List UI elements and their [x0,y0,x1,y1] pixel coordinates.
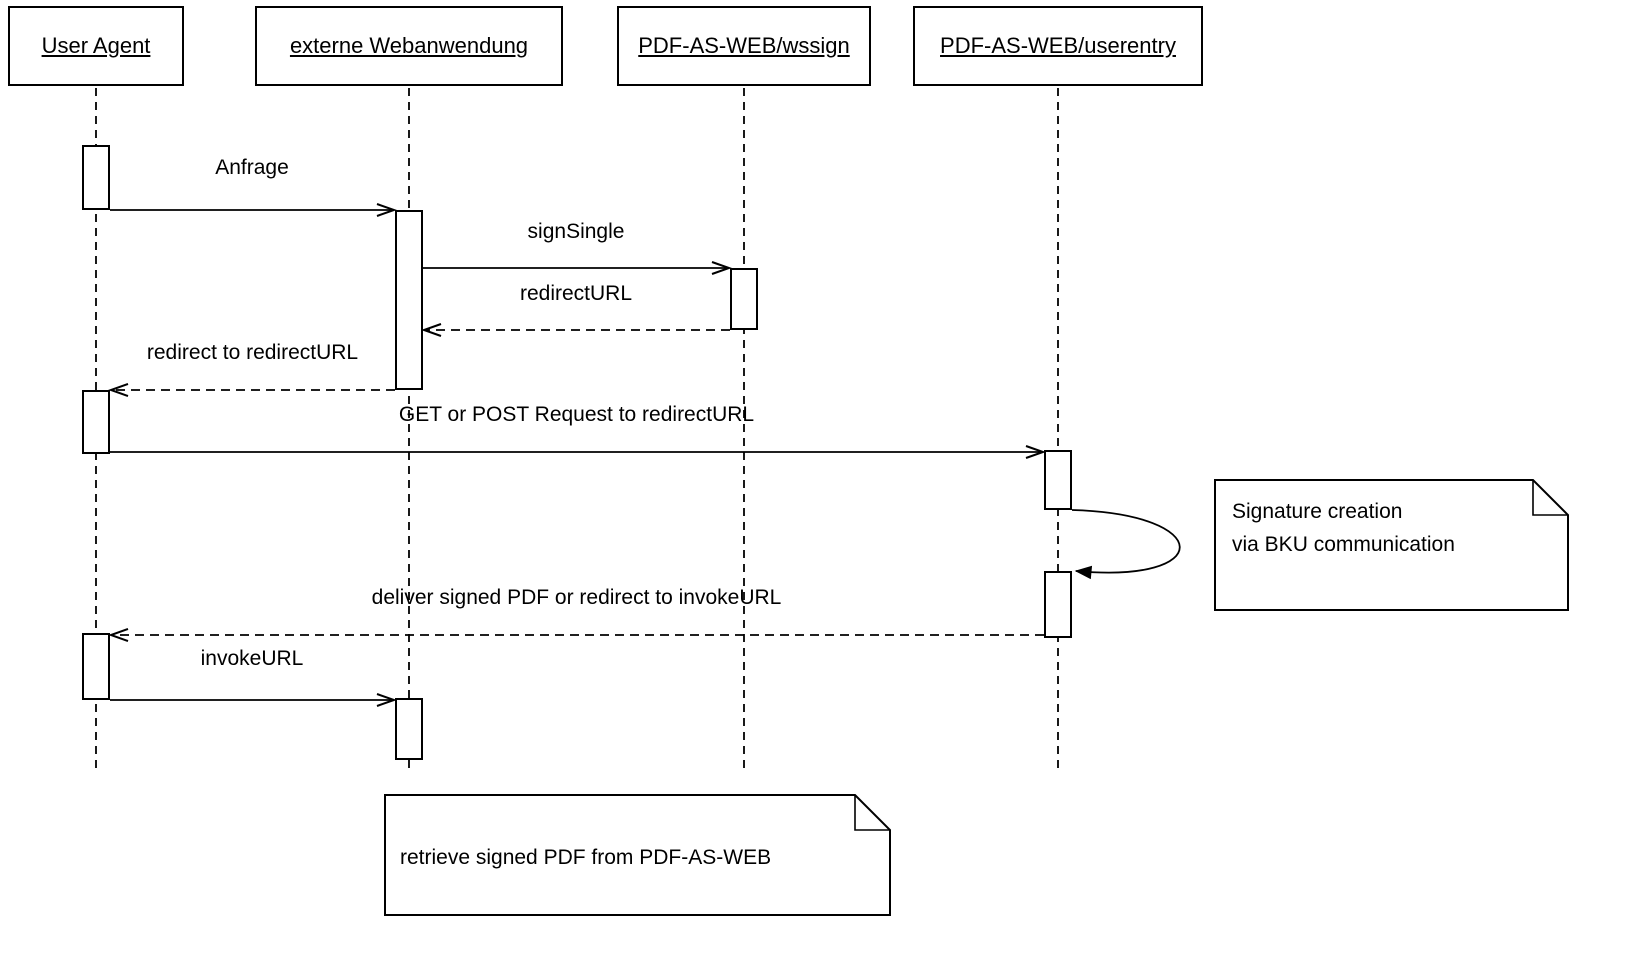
note-fold-retrieve-pdf [854,795,890,831]
actor-user-agent: User Agent [8,6,184,86]
note-shape-signature-creation [1214,479,1569,611]
note-shape-retrieve-pdf [384,794,891,916]
actor-label-pdf-as-web-userentry: PDF-AS-WEB/userentry [940,33,1176,58]
note-text-signature-creation: Signature creation via BKU communication [1232,500,1455,556]
message-label-deliver-signed-pdf: deliver signed PDF or redirect to invoke… [371,586,782,609]
activation-userentry-1 [1044,450,1072,510]
activation-wssign-1 [730,268,758,330]
message-label-invokeurl: invokeURL [200,647,304,670]
actor-pdf-as-web-userentry: PDF-AS-WEB/userentry [913,6,1203,86]
message-label-get-post-request: GET or POST Request to redirectURL [398,403,755,426]
note-fold-signature-creation [1532,480,1568,516]
activation-webanwendung-2 [395,698,423,760]
note-text-retrieve-pdf: retrieve signed PDF from PDF-AS-WEB [400,846,772,869]
activation-webanwendung-1 [395,210,423,390]
activation-user-agent-3 [82,633,110,700]
actor-label-user-agent: User Agent [41,33,151,58]
message-label-anfrage: Anfrage [215,156,289,179]
actor-externe-webanwendung: externe Webanwendung [255,6,563,86]
message-arrow-self-bku-communication [1071,509,1181,580]
activation-user-agent-2 [82,390,110,454]
actor-label-externe-webanwendung: externe Webanwendung [289,33,529,58]
activation-userentry-2 [1044,571,1072,638]
actor-pdf-as-web-wssign: PDF-AS-WEB/wssign [617,6,871,86]
message-label-redirecturl: redirectURL [519,282,633,305]
message-label-redirect-to-redirecturl: redirect to redirectURL [146,341,359,364]
activation-user-agent-1 [82,145,110,210]
actor-label-pdf-as-web-wssign: PDF-AS-WEB/wssign [638,33,850,58]
message-label-signsingle: signSingle [527,220,625,243]
